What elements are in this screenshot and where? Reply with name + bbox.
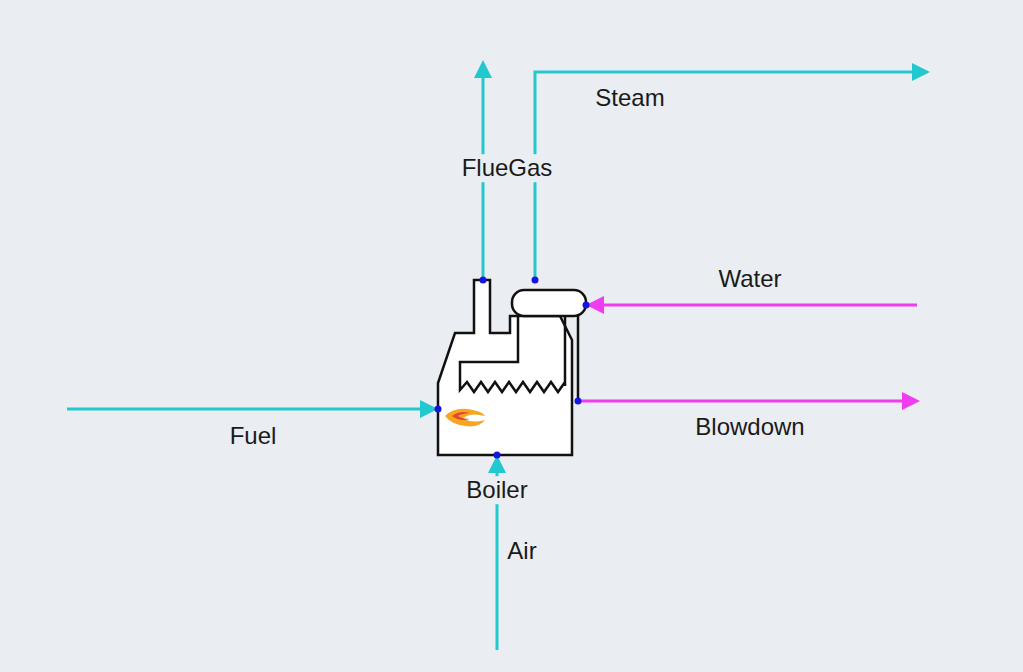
- flame-core: [452, 412, 470, 420]
- stream-label: Fuel: [227, 422, 280, 450]
- port-dot: [583, 302, 590, 309]
- arrowhead: [902, 392, 920, 410]
- steam-drum: [512, 290, 586, 316]
- flame: [445, 409, 485, 427]
- stream-label: Steam: [592, 84, 667, 112]
- stream-label: Air: [504, 537, 539, 565]
- arrowhead: [912, 63, 930, 81]
- tube-coil: [460, 316, 565, 392]
- unit-label: Boiler: [463, 476, 530, 504]
- port-dot: [435, 406, 442, 413]
- port-dot: [532, 277, 539, 284]
- downcomer: [577, 316, 580, 398]
- stream-label: Water: [715, 265, 784, 293]
- arrowhead: [474, 60, 492, 78]
- stream-label: FlueGas: [459, 154, 556, 182]
- port-dot: [480, 277, 487, 284]
- port-dot: [575, 398, 582, 405]
- port-dot: [494, 452, 501, 459]
- blowdown-line: [578, 400, 904, 403]
- boiler-unit: Boiler: [430, 270, 600, 510]
- stream-label: Blowdown: [692, 413, 807, 441]
- boiler-icon: [430, 270, 600, 470]
- fuel-line: [67, 408, 424, 411]
- water-line: [600, 304, 917, 307]
- steam-line: [535, 72, 914, 280]
